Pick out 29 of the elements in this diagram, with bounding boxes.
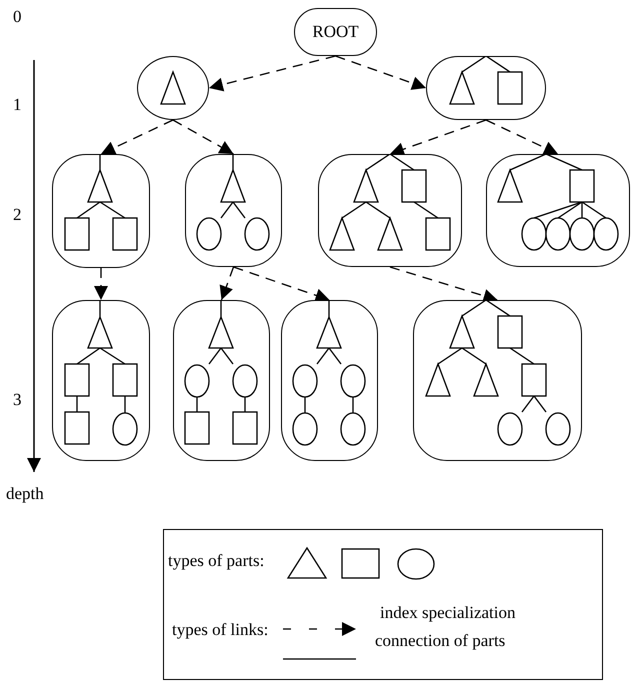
arrow bbox=[486, 119, 558, 155]
arrow bbox=[220, 266, 234, 300]
node-label: ROOT bbox=[311, 23, 360, 40]
legend-text: index specialization bbox=[380, 604, 516, 621]
node-outline bbox=[413, 300, 582, 461]
axis-label: depth bbox=[6, 485, 44, 502]
root-node bbox=[294, 8, 377, 56]
arrow bbox=[172, 119, 234, 155]
depth-level-number: 0 bbox=[13, 8, 22, 25]
arrow bbox=[100, 119, 174, 155]
arrow bbox=[390, 266, 498, 303]
depth-level-number: 2 bbox=[13, 206, 22, 223]
arrow bbox=[233, 266, 330, 302]
legend-heading: types of parts: bbox=[168, 552, 264, 569]
node-outline bbox=[185, 154, 282, 267]
depth-level-number: 1 bbox=[13, 96, 22, 113]
node-outline bbox=[318, 154, 462, 267]
node-outline bbox=[173, 300, 270, 461]
node-outline bbox=[52, 154, 150, 268]
node-outline bbox=[486, 154, 630, 267]
arrow bbox=[390, 119, 486, 156]
arrow bbox=[335, 55, 426, 90]
legend-heading: types of links: bbox=[172, 621, 268, 638]
arrow bbox=[94, 268, 108, 300]
depth-level-number: 3 bbox=[13, 391, 22, 408]
node-outline bbox=[281, 300, 378, 461]
legend-text: connection of parts bbox=[375, 632, 506, 649]
arrow bbox=[208, 55, 336, 92]
node-outline bbox=[52, 300, 150, 461]
